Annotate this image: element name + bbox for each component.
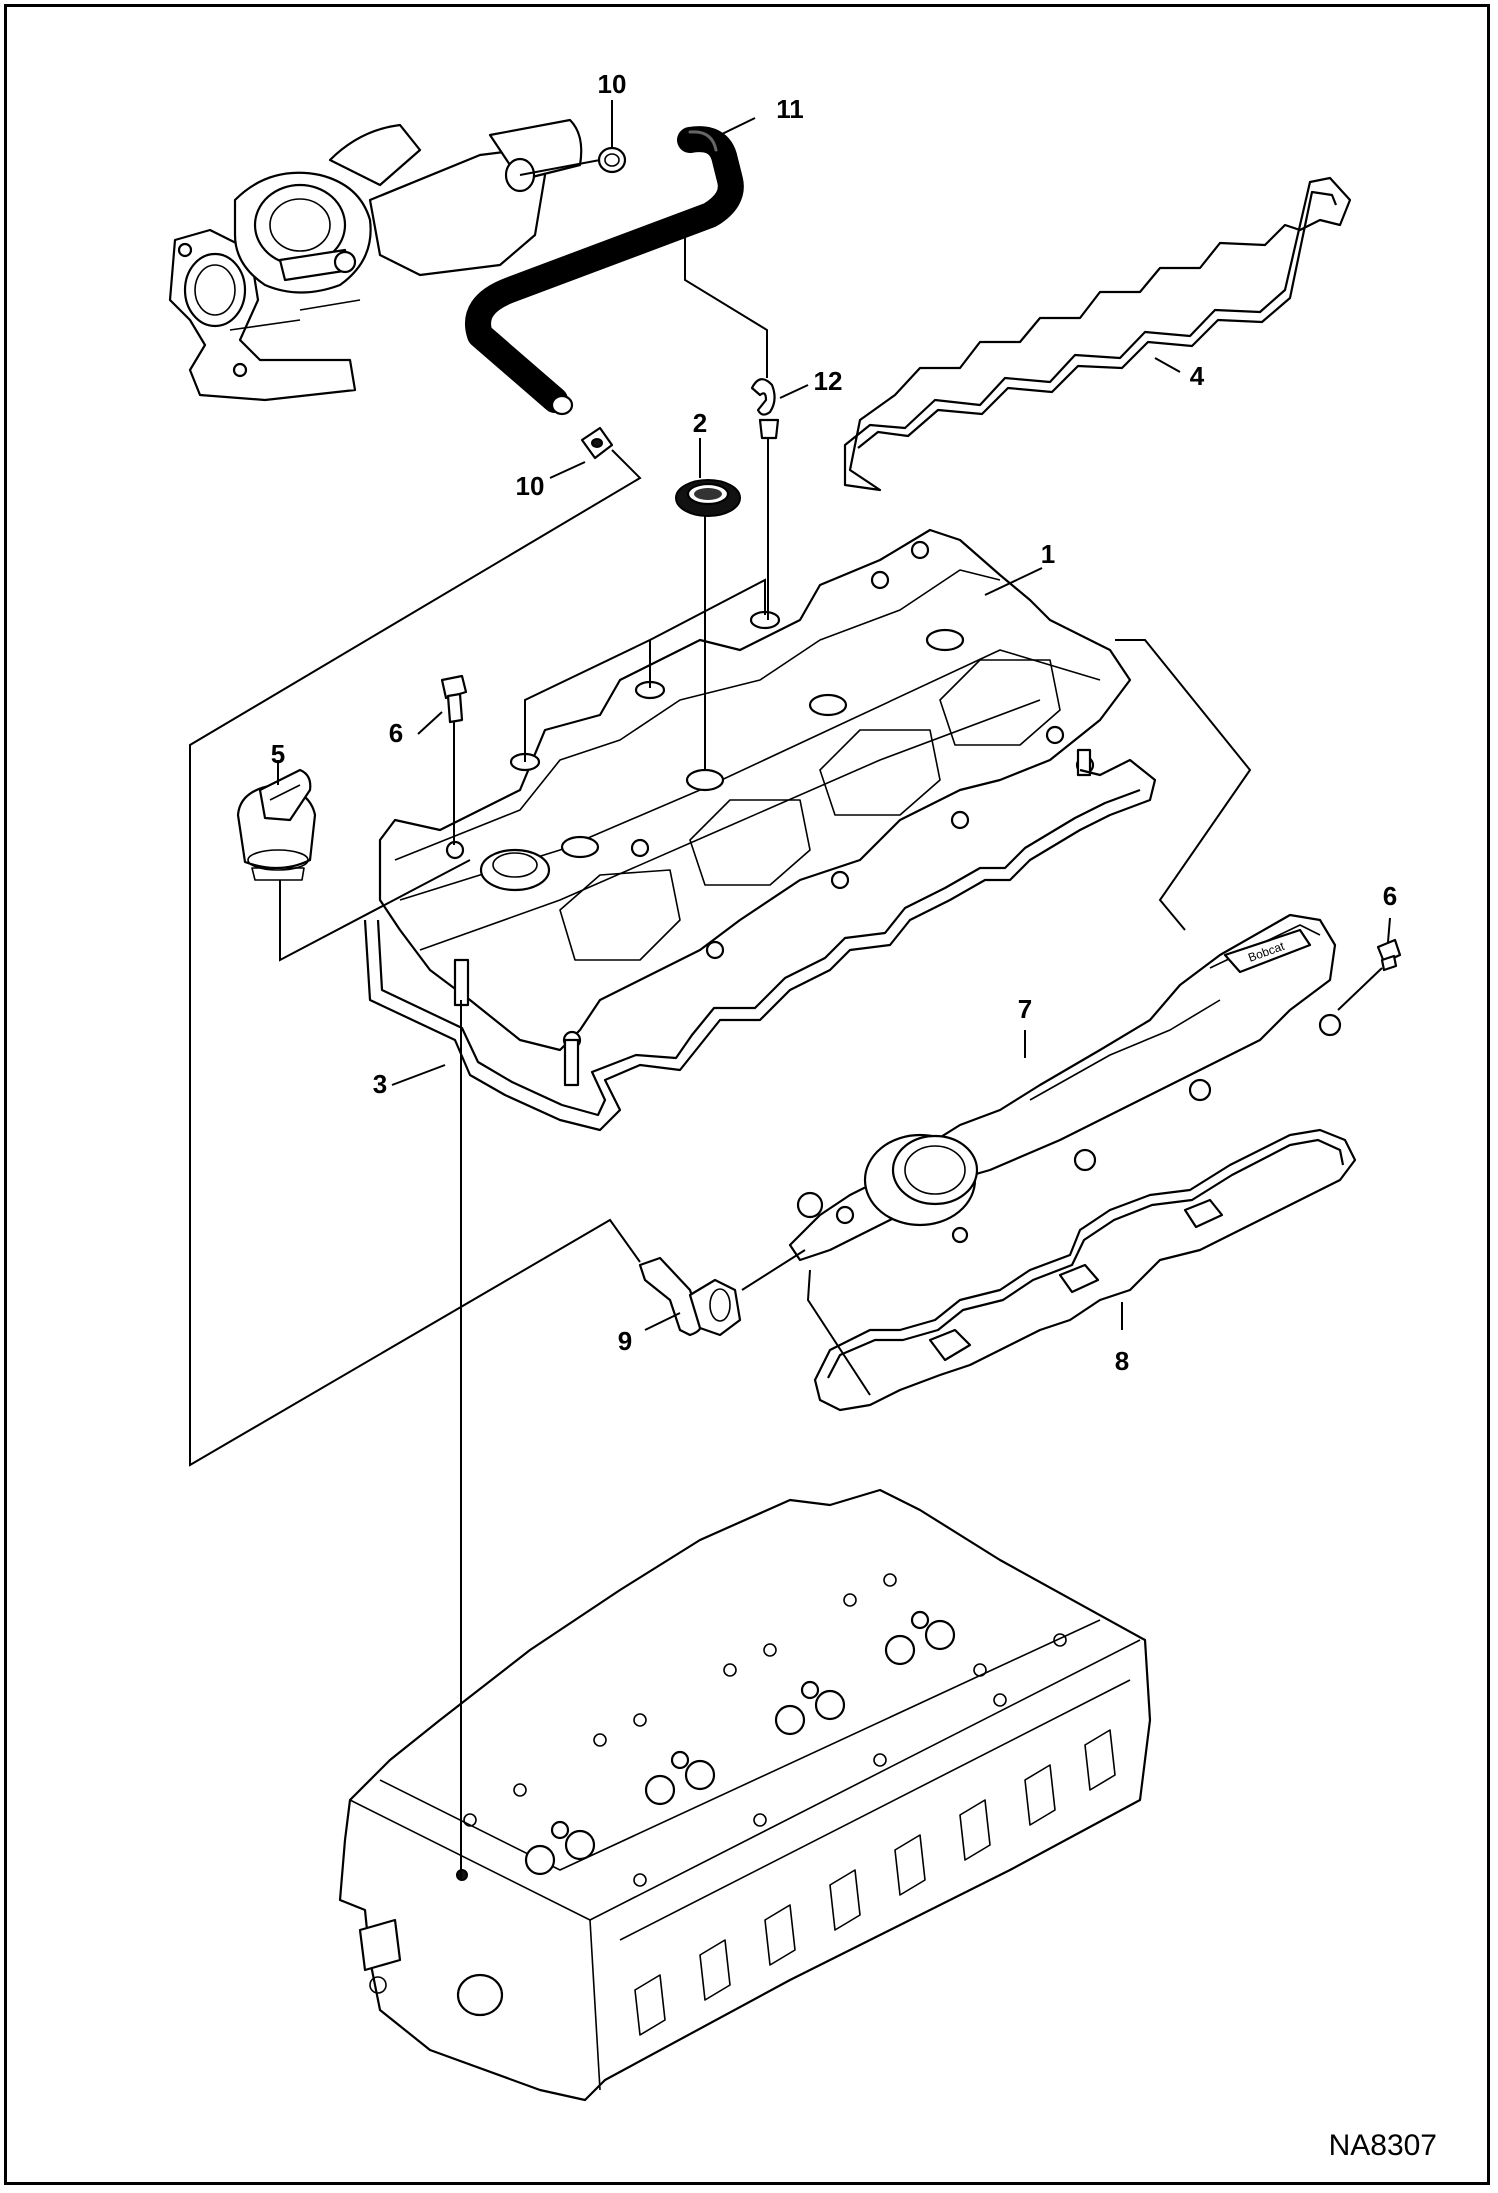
breather-housing: Bobcat xyxy=(788,913,1342,1262)
cylinder-head xyxy=(338,1488,1152,2102)
callout-12: 12 xyxy=(814,366,843,396)
bolt-6-left xyxy=(440,674,468,724)
callout-11: 11 xyxy=(776,94,804,124)
callout-8: 8 xyxy=(1115,1346,1129,1376)
breather-elbow-fitting xyxy=(638,1256,742,1337)
callout-9: 9 xyxy=(618,1326,632,1356)
figure-id: NA8307 xyxy=(1329,2129,1437,2162)
callout-10-bottom: 10 xyxy=(516,471,545,501)
callout-10-top: 10 xyxy=(598,69,627,99)
callout-4: 4 xyxy=(1190,361,1205,391)
oil-filler-seal xyxy=(675,479,741,517)
leader-lines xyxy=(189,100,1391,1880)
hose-clamp-top xyxy=(597,146,627,174)
callout-7: 7 xyxy=(1018,994,1032,1024)
callout-labels: 10 11 12 4 2 10 1 6 5 3 6 7 9 8 xyxy=(271,69,1397,1376)
valve-cover xyxy=(378,528,1132,1087)
breather-hose xyxy=(465,126,744,416)
intake-gasket-4 xyxy=(843,176,1352,492)
oil-filler-cap xyxy=(236,768,317,881)
breather-gasket-8 xyxy=(813,1128,1357,1412)
callout-1: 1 xyxy=(1041,539,1055,569)
bolt-6-right xyxy=(1376,938,1402,972)
hose-clamp-bottom xyxy=(580,426,614,460)
callout-2: 2 xyxy=(693,408,707,438)
callout-6-right: 6 xyxy=(1383,881,1397,911)
callout-3: 3 xyxy=(373,1069,387,1099)
turbocharger xyxy=(168,118,583,402)
callout-5: 5 xyxy=(271,739,285,769)
hose-clip xyxy=(750,378,780,440)
valve-cover-gasket-3 xyxy=(363,758,1157,1132)
callout-6-left: 6 xyxy=(389,718,403,748)
